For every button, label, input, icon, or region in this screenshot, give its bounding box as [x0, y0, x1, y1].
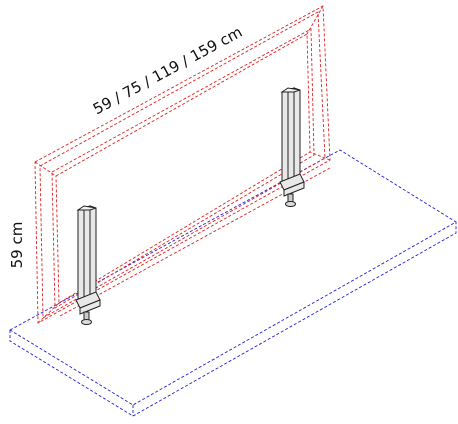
mounting-bracket-left: [75, 205, 101, 325]
desk-top: [9, 149, 457, 417]
height-dimension-label: 59 cm: [8, 222, 26, 269]
mounting-bracket-right: [279, 87, 305, 207]
width-dimension-label: 59 / 75 / 119 / 159 cm: [90, 23, 245, 118]
